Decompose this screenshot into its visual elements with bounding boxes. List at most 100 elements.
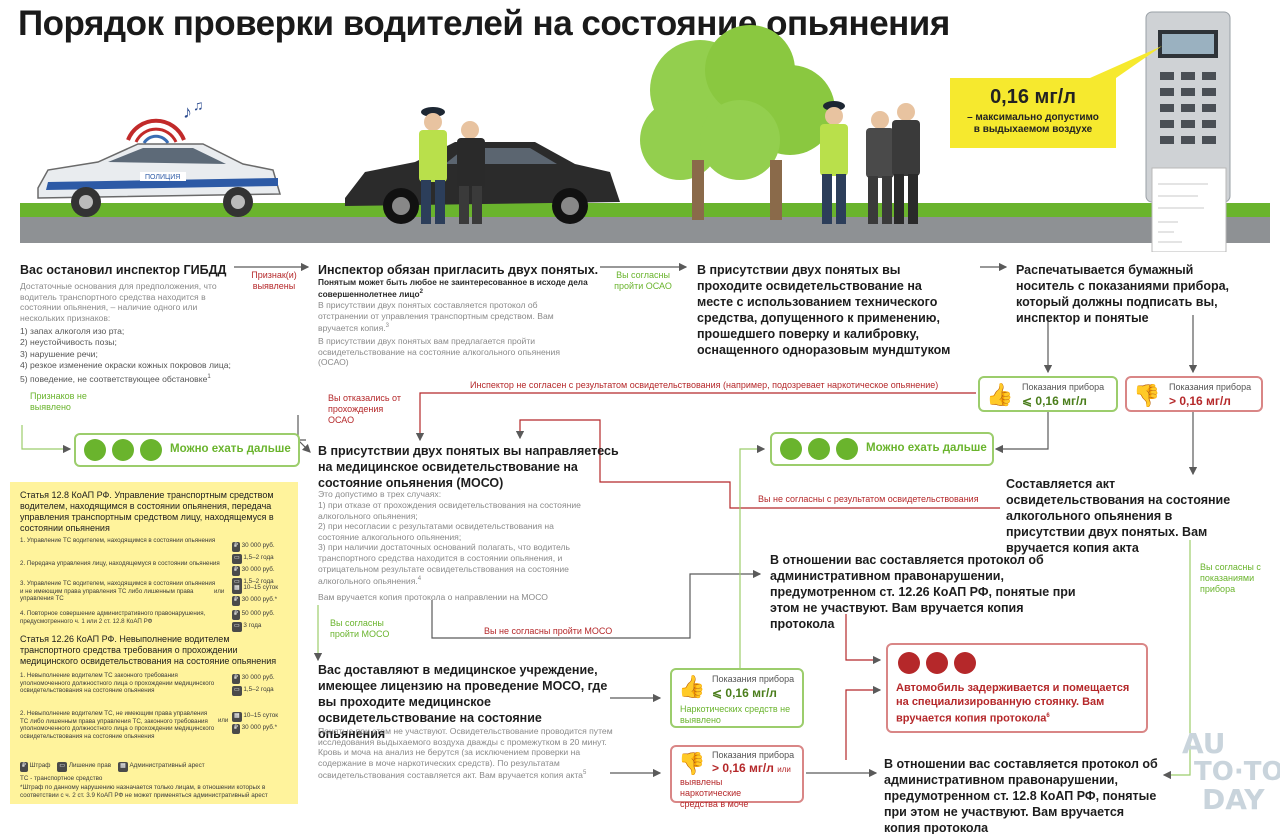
clinic-bad-box: 👎 Показания прибора > 0,16 мг/л или выяв… <box>670 745 804 809</box>
go-on-label: Можно ехать дальше <box>170 443 291 455</box>
reading-ok-box: 👍 Показания прибора ⩽ 0,16 мг/л <box>978 376 1118 412</box>
license-icon: ▭ <box>232 578 242 588</box>
no-signs-label: Признаков не выявлено <box>30 391 87 412</box>
moso-cases: 1) при отказе от прохождения освидетельс… <box>318 500 586 587</box>
reading-bad-value: > 0,16 мг/л <box>1169 394 1231 408</box>
reading-ok-value: ⩽ 0,16 мг/л <box>1022 394 1087 408</box>
moso-case-item: 2) при несогласии с результатами освидет… <box>318 521 554 542</box>
art128-penalty: ₽ 50 000 руб. <box>232 610 275 620</box>
fine-icon: ₽ <box>20 762 28 772</box>
sign-item: 4) резкое изменение окраски кожных покро… <box>20 360 231 371</box>
inspector-disagrees-label: Инспектор не согласен с результатом осви… <box>470 380 939 390</box>
fine-icon: ₽ <box>232 542 240 552</box>
step1-heading: Вас остановил инспектор ГИБДД <box>20 263 227 277</box>
limit-caption: – максимально допустимо в выдыхаемом воз… <box>967 112 1099 135</box>
clinic-ok-box: 👍 Показания прибора ⩽ 0,16 мг/л Наркотич… <box>670 668 804 728</box>
page-title: Порядок проверки водителей на состояние … <box>18 4 950 43</box>
moso-case-item: 1) при отказе от прохождения освидетельс… <box>318 500 581 521</box>
refuse-osao-label: Вы отказались от прохождения ОСАО <box>328 393 401 425</box>
sign-item: 1) запах алкоголя изо рта; <box>20 326 125 336</box>
art1226-penalty: ₽ 30 000 руб. <box>232 674 275 684</box>
sign-item: 5) поведение, не соответствующее обстано… <box>20 373 211 384</box>
go-on-label-2: Можно ехать дальше <box>866 442 987 454</box>
go-on-pill: Можно ехать дальше <box>74 433 300 467</box>
driver-figure <box>457 121 485 224</box>
agree-moso-label: Вы согласны пройти МОСО <box>330 618 390 639</box>
arrest-icon: ▦ <box>232 712 242 722</box>
road-strip <box>20 217 1270 243</box>
moso-heading: В присутствии двух понятых вы направляет… <box>318 444 619 490</box>
art128-item: 2. Передача управления лицу, находящемус… <box>20 560 220 567</box>
clinic-body: Понятые при этом не участвуют. Освидетел… <box>318 726 613 781</box>
act-heading: Составляется акт освидетельствования на … <box>1006 477 1231 555</box>
step2-subheading: Понятым может быть любое не заинтересова… <box>318 277 588 299</box>
art128-item: 3. Управление ТС водителем, находящимся … <box>20 580 216 603</box>
svg-text:♫: ♫ <box>193 98 204 113</box>
art128-penalty: ▭ 3 года <box>232 622 261 632</box>
thumbs-down-icon: 👎 <box>678 751 706 776</box>
arrest-icon: ▦ <box>232 584 242 594</box>
red-light-icon <box>926 652 948 674</box>
sign-item: 3) нарушение речи; <box>20 348 98 359</box>
clinic-ok-label: Показания прибора <box>712 674 795 684</box>
agree-reading-label: Вы согласны с показаниями прибора <box>1200 562 1261 594</box>
grass-strip <box>20 203 1270 217</box>
step4-heading: Распечатывается бумажный носитель с пока… <box>1016 263 1230 325</box>
clinic-ok-value: ⩽ 0,16 мг/л <box>712 686 777 700</box>
witness-figure-1 <box>866 111 894 224</box>
or-label: или <box>214 589 225 595</box>
art1226-item: 1. Невыполнение водителем ТС законного т… <box>20 672 215 695</box>
disagree-result-label: Вы не согласны с результатом освидетельс… <box>758 494 979 504</box>
fine-icon: ₽ <box>232 674 240 684</box>
arrow-clinic-ok-go-on <box>739 444 766 668</box>
protocol-128-heading: В отношении вас составляется протокол об… <box>884 757 1158 834</box>
limit-callout: 0,16 мг/л – максимально допустимо в выды… <box>950 78 1116 148</box>
step2-heading: Инспектор обязан пригласить двух понятых… <box>318 263 599 277</box>
art128-penalty: ₽ 30 000 руб. <box>232 566 275 576</box>
moso-case-item: 3) при наличии достаточных оснований пол… <box>318 542 571 587</box>
signs-found-label: Признак(и) выявлены <box>251 270 297 291</box>
svg-text:♪: ♪ <box>183 102 192 122</box>
police-car-illustration: ♪ ♫ ПОЛИЦИЯ <box>37 98 281 217</box>
green-light-icon <box>836 438 858 460</box>
fine-icon: ₽ <box>232 566 240 576</box>
license-icon: ▭ <box>57 762 68 772</box>
art128-item: 4. Повторное совершение административног… <box>20 610 206 625</box>
arrow-refuse-moso <box>431 569 762 639</box>
sign-item: 2) неустойчивость позы; <box>20 337 117 348</box>
step2-body1: В присутствии двух понятых составляется … <box>318 300 554 334</box>
witness-figure-2 <box>892 103 920 224</box>
red-light-icon <box>898 652 920 674</box>
art128-item: 1. Управление ТС водителем, находящимся … <box>20 537 216 544</box>
step1-body: Достаточные основания для предположения,… <box>20 281 217 323</box>
moso-copy: Вам вручается копия протокола о направле… <box>318 592 548 602</box>
green-light-icon <box>140 439 162 461</box>
detain-box: Автомобиль задерживается и помещается на… <box>886 643 1148 733</box>
art128-penalty: ▭ 1,5–2 года <box>232 554 274 564</box>
red-light-icon <box>954 652 976 674</box>
arrow-no-signs <box>21 425 72 454</box>
reading-bad-box: 👎 Показания прибора > 0,16 мг/л <box>1125 376 1263 412</box>
thumbs-down-icon: 👎 <box>1133 383 1161 408</box>
step2-body2: В присутствии двух понятых вам предлагае… <box>318 336 560 368</box>
clinic-bad-note: выявлены наркотические средства в моче <box>680 777 749 809</box>
siren-icon: ♪ ♫ <box>126 98 204 144</box>
fine-icon: ₽ <box>232 610 240 620</box>
art128-penalty: ₽ 30 000 руб. <box>232 542 275 552</box>
green-light-icon <box>112 439 134 461</box>
art128-title: Статья 12.8 КоАП РФ. Управление транспор… <box>20 490 274 533</box>
clinic-bad-label: Показания прибора <box>712 750 795 760</box>
go-on-pill-2: Можно ехать дальше <box>770 432 994 466</box>
legal-info-panel: Статья 12.8 КоАП РФ. Управление транспор… <box>10 482 298 804</box>
svg-text:ПОЛИЦИЯ: ПОЛИЦИЯ <box>145 174 180 181</box>
art128-penalty: ▦ 10–15 суток <box>232 584 278 594</box>
officer-figure-2 <box>820 101 848 224</box>
officer-and-witnesses-illustration <box>820 101 920 224</box>
breathalyzer-illustration <box>1145 11 1231 252</box>
license-icon: ▭ <box>232 686 242 696</box>
moso-intro: Это допустимо в трех случаях: <box>318 489 442 499</box>
step3-heading: В присутствии двух понятых вы проходите … <box>697 263 951 357</box>
clinic-heading: Вас доставляют в медицинское учреждение,… <box>318 663 608 741</box>
protocol-1226-heading: В отношении вас составляется протокол об… <box>770 553 1076 631</box>
